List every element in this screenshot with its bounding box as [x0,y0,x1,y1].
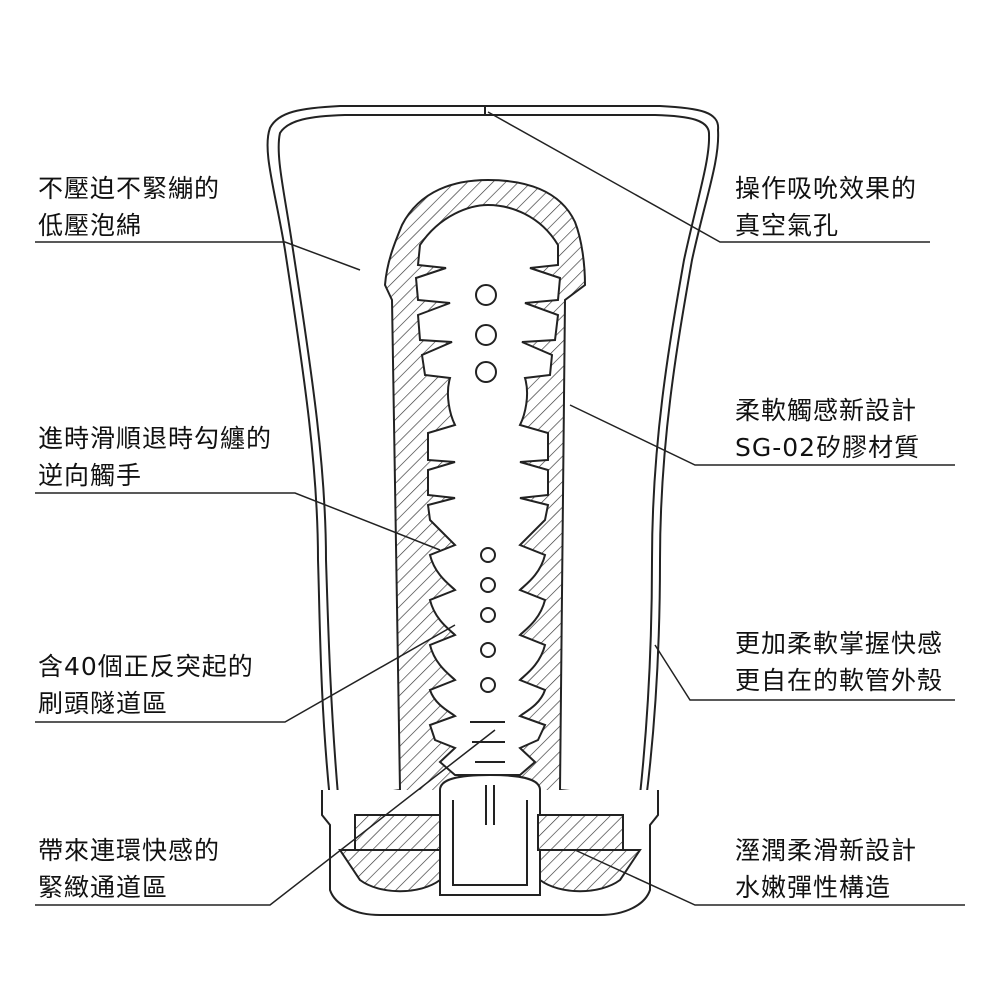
outer-shell [266,105,720,801]
label-line: 緊緻通道區 [38,873,169,902]
label-line: 水嫩彈性構造 [735,873,892,902]
label-line: 逆向觸手 [38,461,143,490]
label-line: 帶來連環快感的 [38,836,221,865]
label-vacuum-hole: 操作吸吮效果的 真空氣孔 [735,170,917,244]
leader-lines [35,111,965,906]
base-ring-left [354,814,441,851]
label-line: 刷頭隧道區 [38,689,169,718]
inner-cavity [414,203,562,776]
label-low-pressure-foam: 不壓迫不緊繃的 低壓泡綿 [38,170,220,244]
channel-lines [470,721,505,763]
inner-nodules [475,284,497,693]
base-ring-right [537,814,624,851]
label-line: 低壓泡綿 [38,211,143,240]
label-elastic-structure: 溼潤柔滑新設計 水嫩彈性構造 [735,832,917,906]
label-line: 操作吸吮效果的 [735,174,918,203]
label-reverse-tentacles: 進時滑順退時勾纏的 逆向觸手 [38,420,272,494]
label-soft-shell: 更加柔軟掌握快感 更自在的軟管外殼 [735,625,943,699]
label-line: 真空氣孔 [735,211,840,240]
label-line: 更加柔軟掌握快感 [735,629,944,658]
label-line: 更自在的軟管外殼 [735,666,944,695]
label-line: 柔軟觸感新設計 [735,396,918,425]
label-line: 含40個正反突起的 [38,652,254,681]
label-brush-tunnel: 含40個正反突起的 刷頭隧道區 [38,648,254,722]
label-line: 溼潤柔滑新設計 [735,836,918,865]
label-tight-channel: 帶來連環快感的 緊緻通道區 [38,832,220,906]
label-silicone-material: 柔軟觸感新設計 SG-02矽膠材質 [735,392,920,466]
label-line: SG-02矽膠材質 [735,433,921,462]
label-line: 進時滑順退時勾纏的 [38,424,273,453]
base-foam [338,849,642,893]
label-line: 不壓迫不緊繃的 [38,174,221,203]
